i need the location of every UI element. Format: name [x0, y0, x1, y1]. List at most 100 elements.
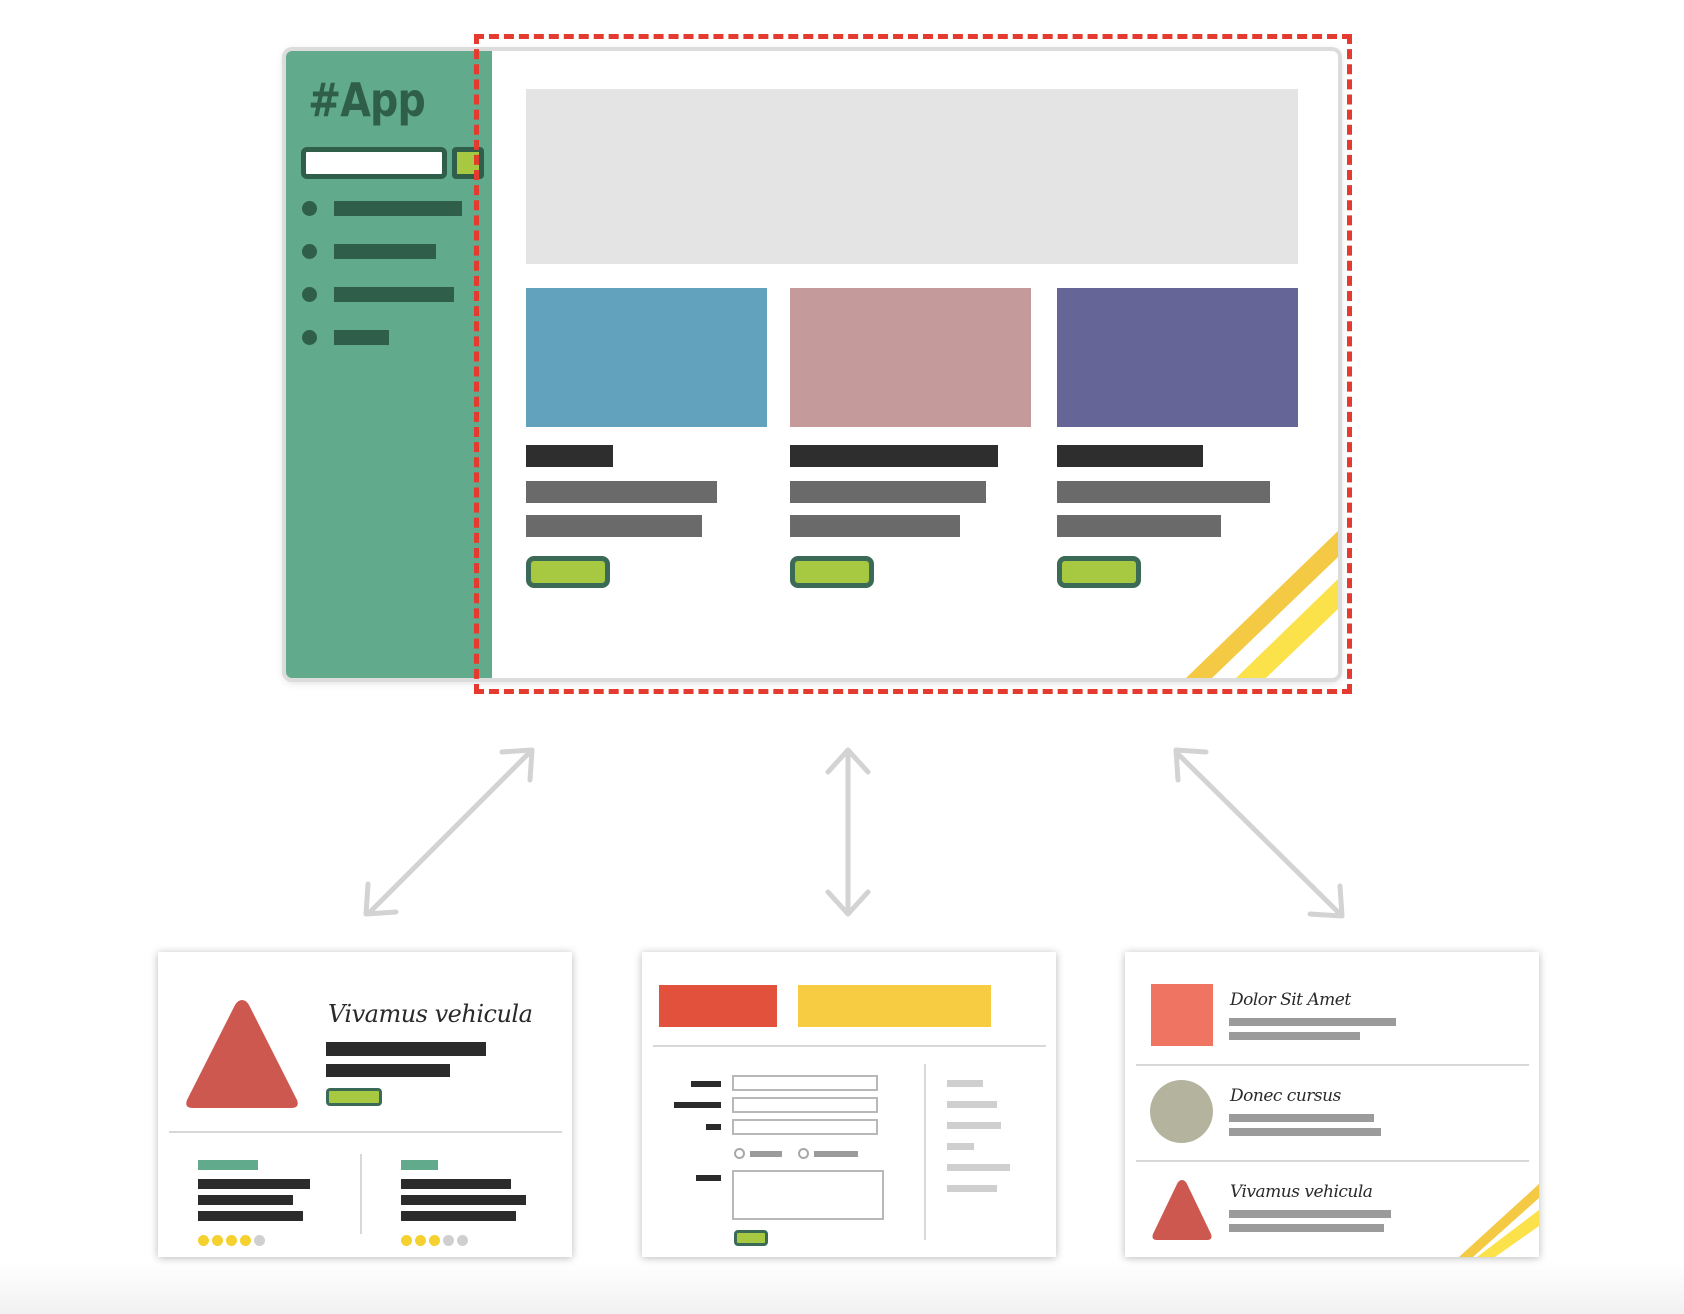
double-headed-arrow-icon [1173, 747, 1345, 919]
radio-label [750, 1151, 782, 1157]
form-tab-red[interactable] [659, 985, 777, 1027]
card-title [1057, 445, 1203, 467]
review-line [198, 1195, 293, 1205]
side-link[interactable] [947, 1143, 974, 1150]
star-empty-icon [443, 1235, 454, 1246]
yellow-stripe-icon [1459, 1184, 1539, 1257]
star-empty-icon [457, 1235, 468, 1246]
product-text-line [326, 1064, 450, 1077]
card-text-line [526, 515, 702, 537]
nav-bullet [302, 244, 317, 259]
text-field[interactable] [732, 1119, 878, 1135]
side-link[interactable] [947, 1122, 1001, 1129]
card-text-line [526, 481, 717, 503]
divider [924, 1064, 926, 1240]
product-heading: Vivamus vehicula [328, 1000, 533, 1028]
form-panel [642, 952, 1056, 1257]
sidebar-item-3[interactable] [334, 287, 454, 302]
card-button-1[interactable] [526, 556, 610, 588]
divider [1136, 1064, 1529, 1066]
selection-outline [474, 34, 1352, 694]
form-label [696, 1175, 721, 1181]
card-text-line [790, 515, 960, 537]
sidebar-item-4[interactable] [334, 330, 389, 345]
list-item-title: Donec cursus [1230, 1086, 1341, 1106]
divider [1136, 1160, 1529, 1162]
star-filled-icon [226, 1235, 237, 1246]
radio-button[interactable] [798, 1148, 809, 1159]
list-item-title: Dolor Sit Amet [1230, 990, 1351, 1010]
side-link[interactable] [947, 1101, 997, 1108]
card-title [526, 445, 613, 467]
list-panel: Dolor Sit Amet Donec cursus Vivamus vehi… [1125, 952, 1539, 1257]
divider [360, 1154, 362, 1234]
product-panel: Vivamus vehicula [158, 952, 572, 1257]
double-headed-arrow-icon [363, 747, 535, 917]
side-link[interactable] [947, 1080, 983, 1087]
side-link[interactable] [947, 1164, 1010, 1171]
square-icon [1151, 984, 1213, 1046]
text-field[interactable] [732, 1075, 878, 1091]
sidebar-item-2[interactable] [334, 244, 436, 259]
review-tag [401, 1160, 438, 1170]
list-item-line [1229, 1018, 1396, 1026]
list-item-line [1229, 1128, 1381, 1136]
card-text-line [1057, 515, 1221, 537]
list-item-title: Vivamus vehicula [1230, 1182, 1373, 1202]
triangle-icon [1152, 1180, 1212, 1240]
double-headed-arrow-icon [825, 747, 871, 917]
nav-bullet [302, 287, 317, 302]
form-label [674, 1102, 721, 1108]
card-text-line [1057, 481, 1270, 503]
product-text-line [326, 1042, 486, 1056]
review-line [401, 1211, 516, 1221]
card-button-2[interactable] [790, 556, 874, 588]
form-label [691, 1081, 721, 1087]
card-image-pink [790, 288, 1031, 427]
form-tab-yellow[interactable] [798, 985, 991, 1027]
form-label [706, 1124, 721, 1130]
nav-bullet [302, 201, 317, 216]
review-line [198, 1179, 310, 1189]
review-tag [198, 1160, 258, 1170]
card-text-line [790, 481, 986, 503]
circle-icon [1150, 1080, 1213, 1143]
list-item-line [1229, 1224, 1384, 1232]
radio-label [814, 1151, 858, 1157]
star-filled-icon [415, 1235, 426, 1246]
divider [653, 1045, 1046, 1047]
list-item-line [1229, 1210, 1391, 1218]
star-filled-icon [212, 1235, 223, 1246]
sidebar: #App [286, 51, 492, 678]
triangle-icon [186, 1000, 298, 1108]
card-button-3[interactable] [1057, 556, 1141, 588]
submit-button[interactable] [734, 1230, 768, 1246]
app-window-mockup: #App [286, 51, 1338, 678]
sidebar-item-1[interactable] [334, 201, 462, 216]
list-item-line [1229, 1032, 1360, 1040]
review-line [198, 1211, 303, 1221]
radio-button[interactable] [734, 1148, 745, 1159]
side-link[interactable] [947, 1185, 997, 1192]
nav-bullet [302, 330, 317, 345]
divider [169, 1131, 562, 1133]
app-title: #App [308, 73, 426, 127]
product-button[interactable] [326, 1088, 382, 1106]
bottom-shadow-strip [0, 1262, 1684, 1314]
star-filled-icon [240, 1235, 251, 1246]
card-image-purple [1057, 288, 1298, 427]
card-title [790, 445, 998, 467]
search-input[interactable] [301, 147, 447, 179]
review-line [401, 1195, 526, 1205]
star-filled-icon [198, 1235, 209, 1246]
text-field[interactable] [732, 1097, 878, 1113]
yellow-stripe-icon [1186, 531, 1338, 678]
star-empty-icon [254, 1235, 265, 1246]
list-item-line [1229, 1114, 1374, 1122]
hero-banner [526, 89, 1298, 264]
star-filled-icon [429, 1235, 440, 1246]
review-line [401, 1179, 511, 1189]
textarea-field[interactable] [732, 1170, 884, 1220]
card-image-blue [526, 288, 767, 427]
